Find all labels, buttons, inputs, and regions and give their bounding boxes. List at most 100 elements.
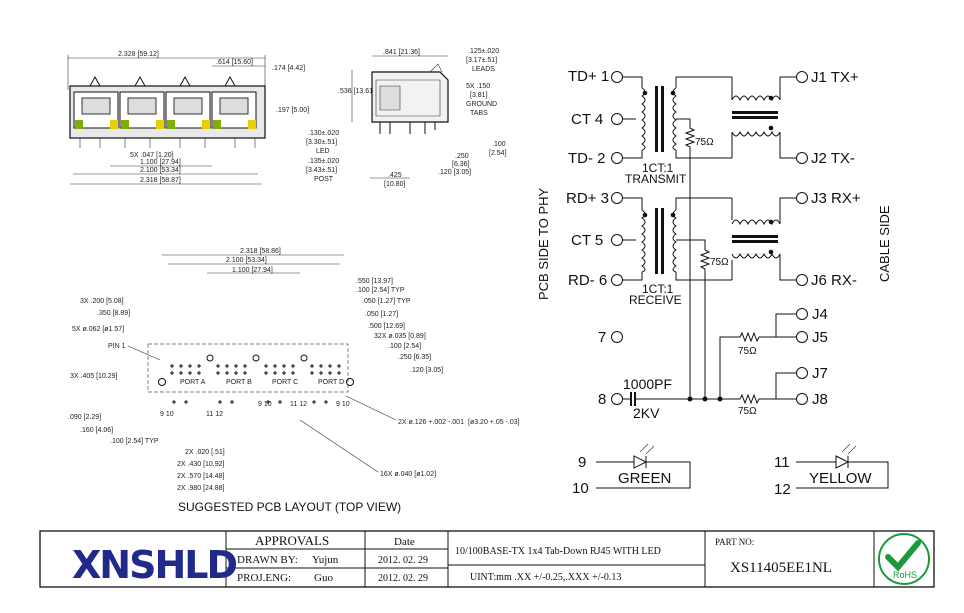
- dim-front-1100: 1.100 [27.94]: [140, 159, 181, 166]
- pin-j8: J8: [812, 391, 828, 408]
- tx-label: TRANSMIT: [625, 172, 687, 186]
- pin-j3: J3 RX+: [811, 190, 861, 207]
- pcb-pin-nums-5: 9 10: [336, 401, 350, 408]
- pcb-pin-pad: [188, 371, 192, 375]
- pcb-pin1-label: PIN 1: [108, 343, 126, 350]
- side-view: .841 [21.36] .125±.020 [3.17±.51] LEADS …: [306, 48, 507, 188]
- pcb-led-pad: [266, 400, 270, 404]
- res-b-label: 75Ω: [710, 257, 729, 268]
- dim-pcb-550: .550 [13.97]: [356, 278, 393, 285]
- dim-pcb-3x200: 3X .200 [5.08]: [80, 298, 124, 305]
- pin-10: 10: [572, 480, 589, 497]
- dim-pcb-2x570: 2X .570 [14.48]: [177, 473, 225, 480]
- rx-resistor: [699, 249, 711, 399]
- dim-pcb-1100: 1.100 [27.94]: [232, 267, 273, 274]
- tolerance-units: UINT:mm .XX +/-0.25,.XXX +/-0.13: [470, 572, 621, 583]
- pin-td-minus: TD- 2: [568, 150, 606, 167]
- dim-pcb-32x: 32X ø.035 [0.89]: [374, 333, 426, 340]
- pcb-ports: PORT A PORT B PORT C PORT D: [180, 379, 344, 386]
- dim-pcb-16x: 16X ø.040 [ø1.02]: [380, 471, 436, 478]
- dim-side-120: .120 [3.05]: [438, 169, 471, 176]
- pcb-pin-pad: [179, 371, 183, 375]
- pcb-pin-pad: [179, 364, 183, 368]
- res-c: [719, 331, 776, 399]
- dim-pcb-100typ: .100 [2.54] TYP: [356, 287, 405, 294]
- dim-side-425b: [10.80]: [384, 181, 405, 188]
- company-logo: XNSHLD: [72, 543, 236, 587]
- pin-j7: J7: [812, 365, 828, 382]
- cap-value: 1000PF: [623, 376, 672, 392]
- pin-rd-plus: RD+ 3: [566, 190, 609, 207]
- pcb-port-b: PORT B: [226, 379, 252, 386]
- pcb-pin-pad: [273, 364, 277, 368]
- pcb-pin-pad: [291, 364, 295, 368]
- pin-j4: J4: [812, 306, 828, 323]
- pcb-pin-pad: [291, 371, 295, 375]
- pin-11: 11: [774, 454, 790, 471]
- rx-label: RECEIVE: [629, 293, 682, 307]
- pcb-pin-pad: [188, 364, 192, 368]
- dim-pcb-2x020: 2X .020 [.51]: [185, 449, 225, 456]
- pcb-led-pad: [218, 400, 222, 404]
- capacitor: [630, 392, 632, 406]
- dim-side-ground-4: TABS: [470, 110, 488, 117]
- proj-date: 2012. 02. 29: [378, 573, 428, 584]
- dim-front-width: 2.328 [59.12]: [118, 51, 159, 58]
- dim-pcb-090: .090 [2.29]: [68, 414, 101, 421]
- pin-j2: J2 TX-: [811, 150, 855, 167]
- front-leds: [75, 120, 256, 129]
- tx-ratio: 1CT:1: [642, 161, 674, 175]
- pcb-pin-pad: [197, 371, 201, 375]
- dim-side-ground-2: [3.81]: [470, 92, 488, 99]
- pcb-pin-pad: [243, 371, 247, 375]
- dim-side-ground-3: GROUND: [466, 101, 497, 108]
- pcb-led-pad: [172, 400, 176, 404]
- part-no-label: PART NO:: [715, 537, 754, 547]
- pcb-pin-nums-2: 11 12: [206, 411, 223, 418]
- pin-j6: J6 RX-: [811, 272, 857, 289]
- pin-ct5: CT 5: [571, 232, 603, 249]
- pcb-port-c: PORT C: [272, 379, 298, 386]
- dim-side-post-2: [3.43±.51]: [306, 167, 337, 174]
- pcb-led-pad: [324, 400, 328, 404]
- pcb-led-pad: [312, 400, 316, 404]
- proj-eng-label: PROJ.ENG:: [237, 572, 291, 584]
- pcb-outline: [147, 343, 349, 393]
- dim-pcb-120: .120 [3.05]: [410, 367, 443, 374]
- yellow-led-symbol: YELLOW: [796, 443, 889, 489]
- pcb-pin-pad: [319, 371, 323, 375]
- schematic-side-left: PCB SIDE TO PHY: [536, 187, 551, 300]
- pcb-pin-pad: [337, 371, 341, 375]
- dim-pcb-350: .350 [8.89]: [97, 310, 130, 317]
- dim-side-250b: [6.36]: [452, 161, 470, 168]
- dim-side-led-3: LED: [316, 148, 330, 155]
- rx-ratio: 1CT:1: [642, 282, 674, 296]
- dim-pcb-2318: 2.318 [58.86]: [240, 248, 281, 255]
- dim-pcb-100b: .100 [2.54]: [388, 343, 421, 350]
- pcb-pin-nums-4: 11 12: [290, 401, 307, 408]
- res-d-label: 75Ω: [738, 406, 757, 417]
- pcb-pin-pad: [264, 364, 268, 368]
- pcb-pin-pad: [264, 371, 268, 375]
- pcb-pin-pad: [319, 364, 323, 368]
- pcb-pads: [158, 354, 354, 386]
- dim-front-2318: 2.318 [58.87]: [140, 177, 181, 184]
- pin-rd-minus: RD- 6: [568, 272, 607, 289]
- schematic: PCB SIDE TO PHY CABLE SIDE TD+ 1 CT 4 TD…: [536, 68, 892, 498]
- pcb-pin-pad: [170, 371, 174, 375]
- proj-eng-value: Guo: [314, 572, 333, 584]
- dim-front-right: .614 [15.60]: [216, 59, 253, 66]
- pcb-pin-pad: [243, 364, 247, 368]
- rohs-badge: RoHS: [878, 533, 930, 585]
- dim-side-leads-3: LEADS: [472, 66, 495, 73]
- pcb-pin-pad: [225, 371, 229, 375]
- pcb-pin-nums: 9 10: [160, 411, 174, 418]
- drawn-date: 2012. 02. 29: [378, 555, 428, 566]
- dim-side-leads-1: .125±.020: [468, 48, 499, 55]
- dim-side-425: .425: [388, 172, 402, 179]
- pin-7: 7: [598, 329, 606, 346]
- pin-8: 8: [598, 391, 606, 408]
- pcb-led-pad: [184, 400, 188, 404]
- dim-side-depth: .841 [21.36]: [383, 49, 420, 56]
